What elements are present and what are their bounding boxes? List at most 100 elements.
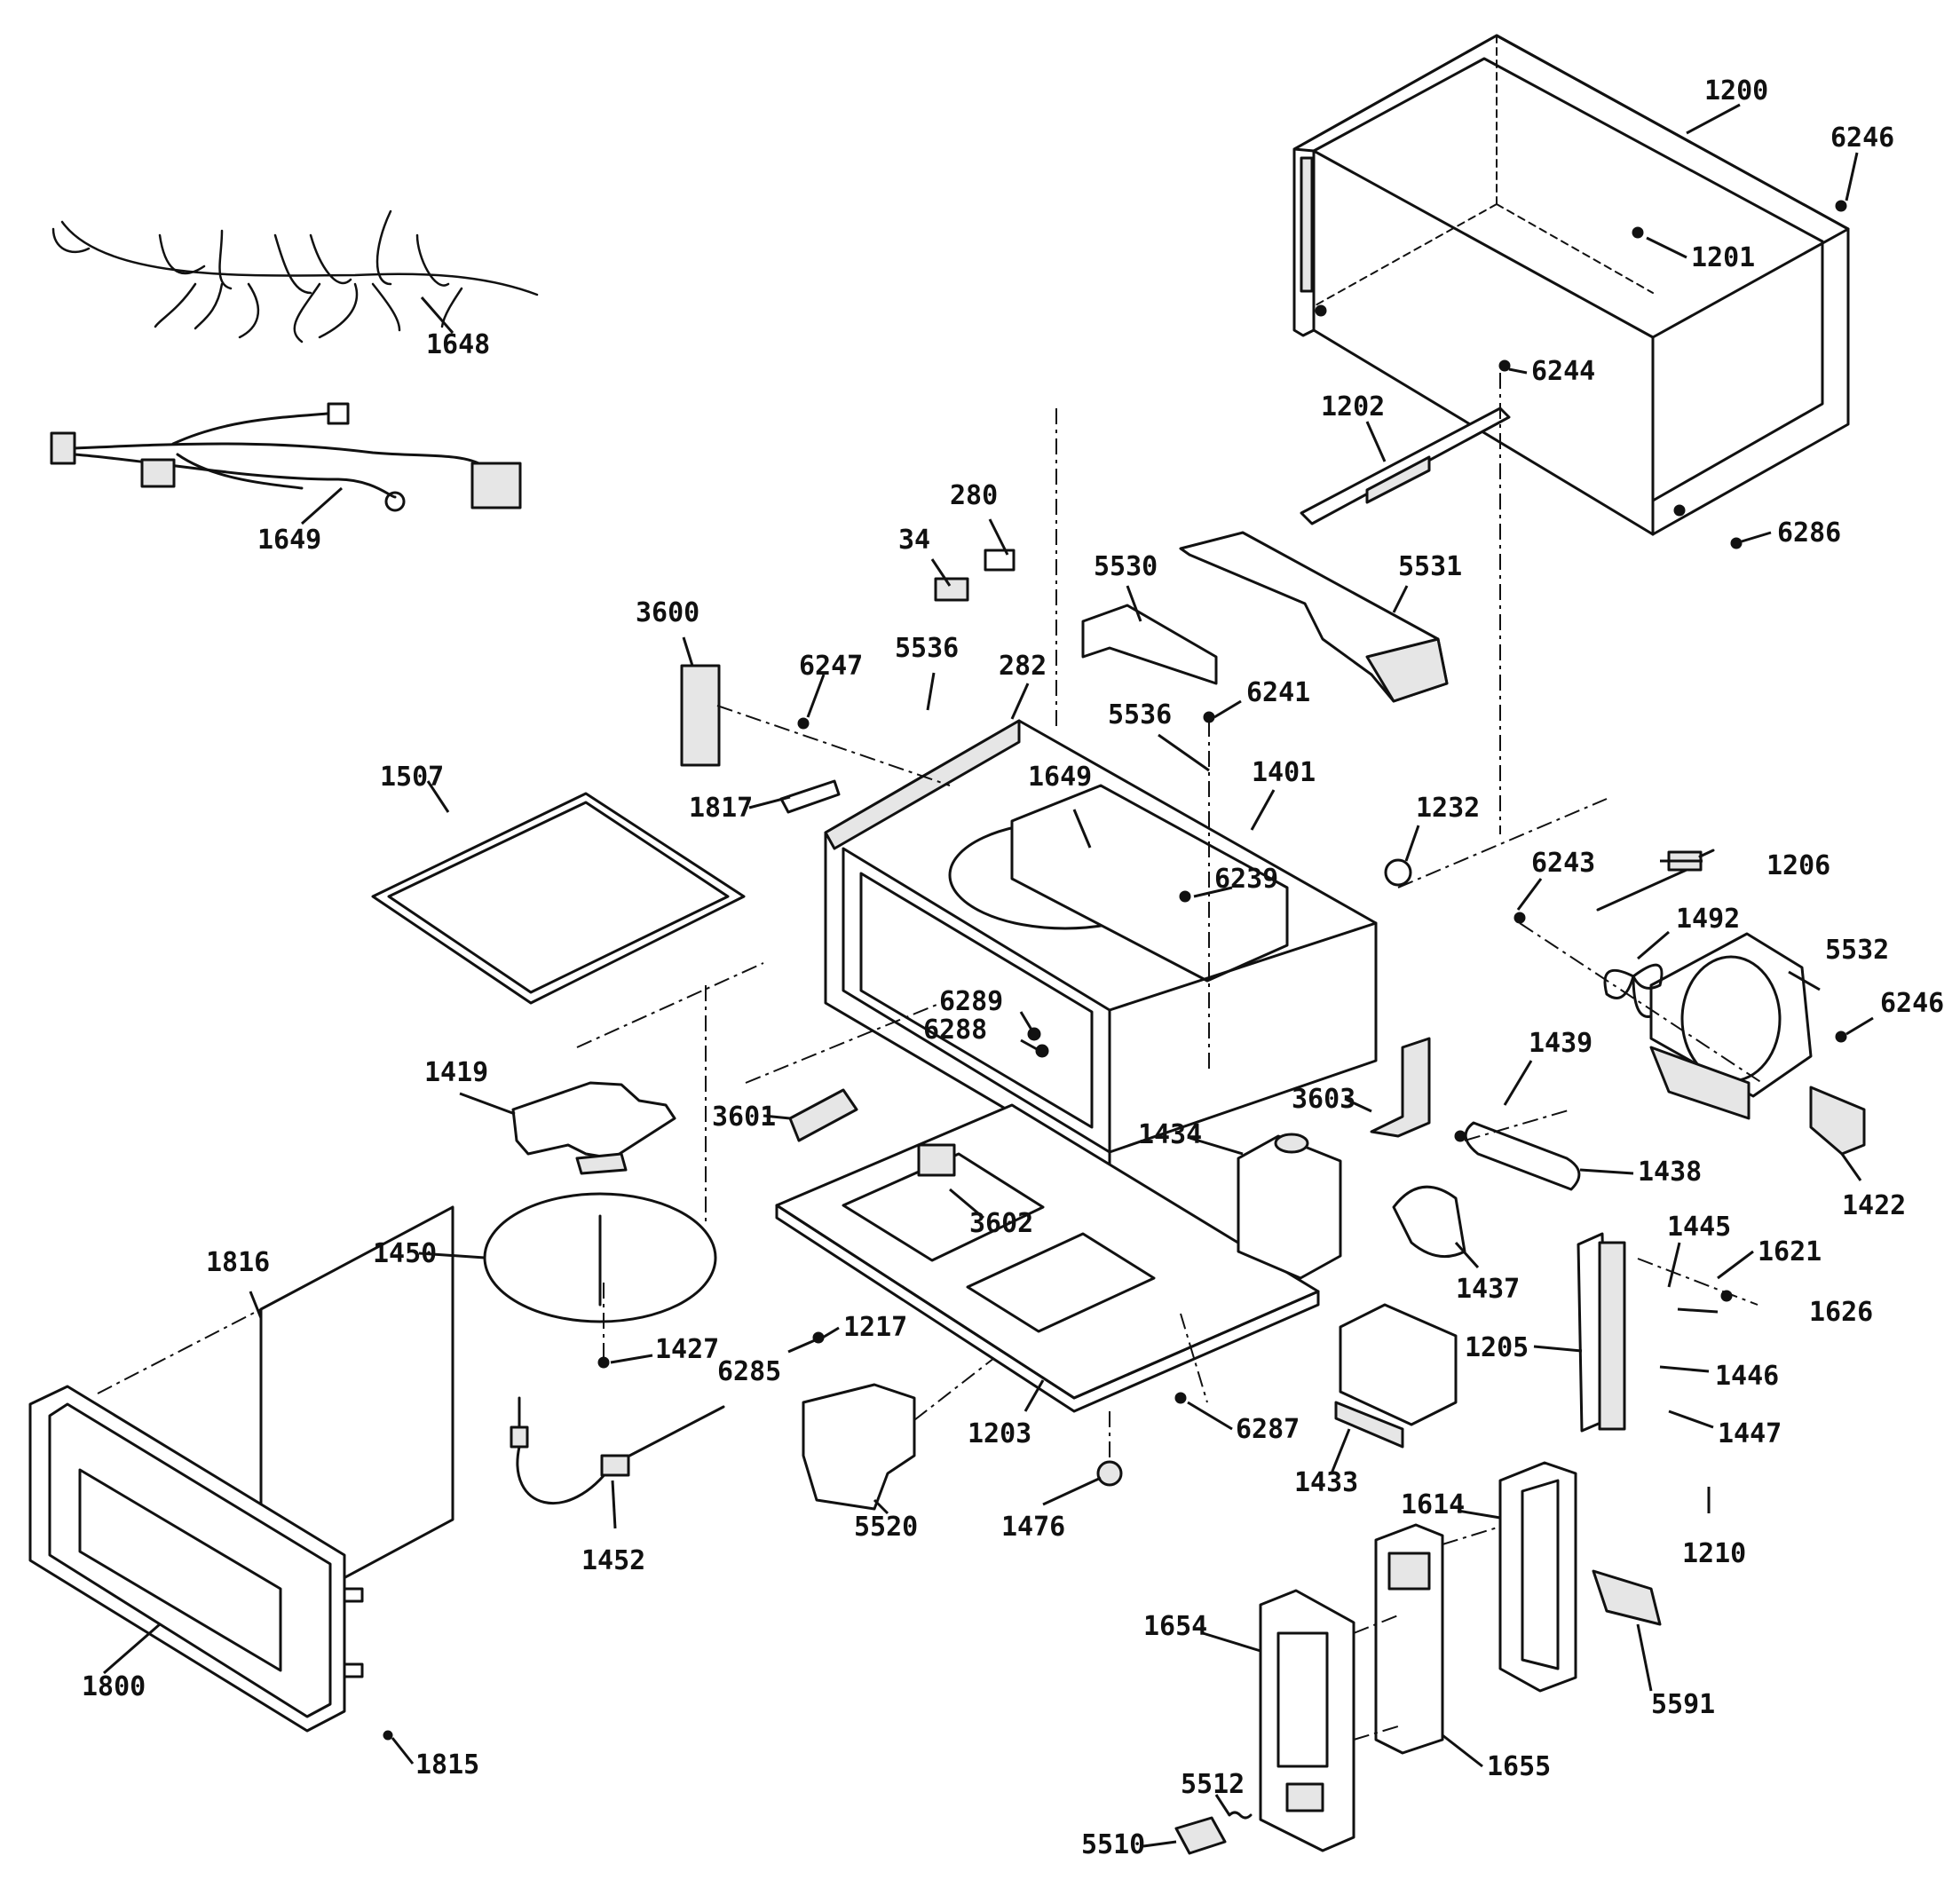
part-label-1816: 1816 <box>206 1247 270 1278</box>
fan-blade <box>1603 963 1664 1018</box>
latch-handle <box>1592 1569 1662 1626</box>
stirrer-motor <box>917 1143 956 1177</box>
part-label-1445: 1445 <box>1667 1212 1731 1243</box>
part-label-1217: 1217 <box>843 1312 907 1343</box>
part-label-1427: 1427 <box>655 1334 719 1365</box>
part-label-5536b: 5536 <box>1108 699 1172 730</box>
stud-1232 <box>1384 858 1412 887</box>
part-label-1614: 1614 <box>1401 1489 1465 1520</box>
part-label-1626: 1626 <box>1809 1297 1873 1328</box>
part-label-3600: 3600 <box>636 597 699 628</box>
bracket-1422 <box>1809 1086 1866 1156</box>
part-label-1422: 1422 <box>1842 1190 1906 1221</box>
part-label-1492: 1492 <box>1676 904 1740 935</box>
lamp-socket <box>934 577 969 602</box>
part-label-5591: 5591 <box>1651 1689 1715 1720</box>
part-label-1439: 1439 <box>1529 1028 1592 1059</box>
part-label-1202: 1202 <box>1321 391 1385 422</box>
fan-housing <box>1649 932 1813 1120</box>
part-label-1201: 1201 <box>1691 242 1755 273</box>
outer-case <box>1292 34 1850 536</box>
part-label-282: 282 <box>999 651 1047 682</box>
part-label-6286: 6286 <box>1777 517 1841 549</box>
part-label-6244: 6244 <box>1531 356 1595 387</box>
part-label-1655: 1655 <box>1487 1751 1551 1782</box>
bracket-1437 <box>1392 1185 1466 1259</box>
part-label-1419: 1419 <box>424 1057 488 1088</box>
part-label-1621: 1621 <box>1758 1236 1822 1267</box>
wire-harness-1649 <box>50 402 522 512</box>
part-label-1205: 1205 <box>1465 1332 1529 1363</box>
door-assembly <box>28 1385 364 1733</box>
part-label-1817: 1817 <box>689 793 753 824</box>
part-label-6243: 6243 <box>1531 848 1595 879</box>
part-label-6247: 6247 <box>799 651 863 682</box>
part-label-5536a: 5536 <box>895 633 959 664</box>
part-labels: 1200624612016244120262861648164928034553… <box>82 75 1944 1860</box>
part-label-5512: 5512 <box>1181 1769 1245 1800</box>
part-label-1450: 1450 <box>373 1238 437 1269</box>
part-label-6246b: 6246 <box>1880 988 1944 1019</box>
door-seal <box>371 792 746 1005</box>
transformer <box>1334 1303 1458 1449</box>
part-label-6239: 6239 <box>1214 864 1278 895</box>
part-label-6246a: 6246 <box>1830 122 1894 154</box>
part-label-1815: 1815 <box>415 1749 479 1781</box>
air-guide <box>1179 531 1449 703</box>
part-label-6288: 6288 <box>923 1015 987 1046</box>
part-label-3601: 3601 <box>712 1102 776 1133</box>
waveguide-cover <box>680 664 721 767</box>
assembly-lines <box>97 373 1763 1741</box>
part-label-1401: 1401 <box>1252 757 1316 788</box>
part-label-1446: 1446 <box>1715 1361 1779 1392</box>
shield-plate <box>802 1383 916 1511</box>
part-label-5520: 5520 <box>854 1512 918 1543</box>
part-label-5530: 5530 <box>1094 551 1158 582</box>
capacitor <box>1464 1121 1581 1191</box>
lamp <box>984 549 1016 572</box>
bracket-3603 <box>1370 1037 1431 1138</box>
part-label-1433: 1433 <box>1294 1467 1358 1498</box>
push-button <box>1174 1811 1253 1855</box>
leader-lines <box>103 103 1874 1848</box>
part-label-6289: 6289 <box>939 986 1003 1017</box>
turntable <box>483 1192 717 1323</box>
base-plate <box>775 1103 1320 1413</box>
part-label-1210: 1210 <box>1682 1538 1746 1569</box>
part-label-1476: 1476 <box>1001 1512 1065 1543</box>
bracket-5530 <box>1081 604 1218 685</box>
part-label-280: 280 <box>950 480 998 511</box>
coupler <box>511 1081 676 1175</box>
part-label-34: 34 <box>898 525 930 556</box>
part-label-5532: 5532 <box>1825 935 1889 966</box>
oven-cavity <box>824 719 1378 1172</box>
magnetron <box>1237 1133 1342 1280</box>
part-label-1654: 1654 <box>1143 1611 1207 1642</box>
part-label-1649b: 1649 <box>1028 762 1092 793</box>
control-frame <box>1498 1461 1577 1693</box>
wire-harness-1648 <box>51 209 539 343</box>
part-label-3602: 3602 <box>969 1208 1033 1239</box>
latch-board <box>1577 1232 1626 1433</box>
part-label-1452: 1452 <box>581 1545 645 1576</box>
part-label-1232: 1232 <box>1416 793 1480 824</box>
part-label-1434: 1434 <box>1138 1119 1202 1150</box>
part-label-1507: 1507 <box>380 762 444 793</box>
foot-1476 <box>1096 1460 1123 1487</box>
part-label-1206: 1206 <box>1766 850 1830 881</box>
part-label-6241: 6241 <box>1246 677 1310 708</box>
part-label-6285: 6285 <box>717 1356 781 1387</box>
bracket-1817 <box>779 779 841 814</box>
part-label-1447: 1447 <box>1718 1418 1782 1449</box>
stirrer-cover <box>788 1088 858 1142</box>
part-label-1649a: 1649 <box>257 525 321 556</box>
part-label-1800: 1800 <box>82 1671 146 1702</box>
part-label-1437: 1437 <box>1456 1274 1520 1305</box>
part-label-6287: 6287 <box>1236 1414 1300 1445</box>
power-cord <box>1596 849 1715 912</box>
temperature-probe <box>510 1396 725 1505</box>
control-panel <box>1259 1589 1355 1852</box>
part-label-5531: 5531 <box>1398 551 1462 582</box>
screws <box>383 200 1847 1741</box>
